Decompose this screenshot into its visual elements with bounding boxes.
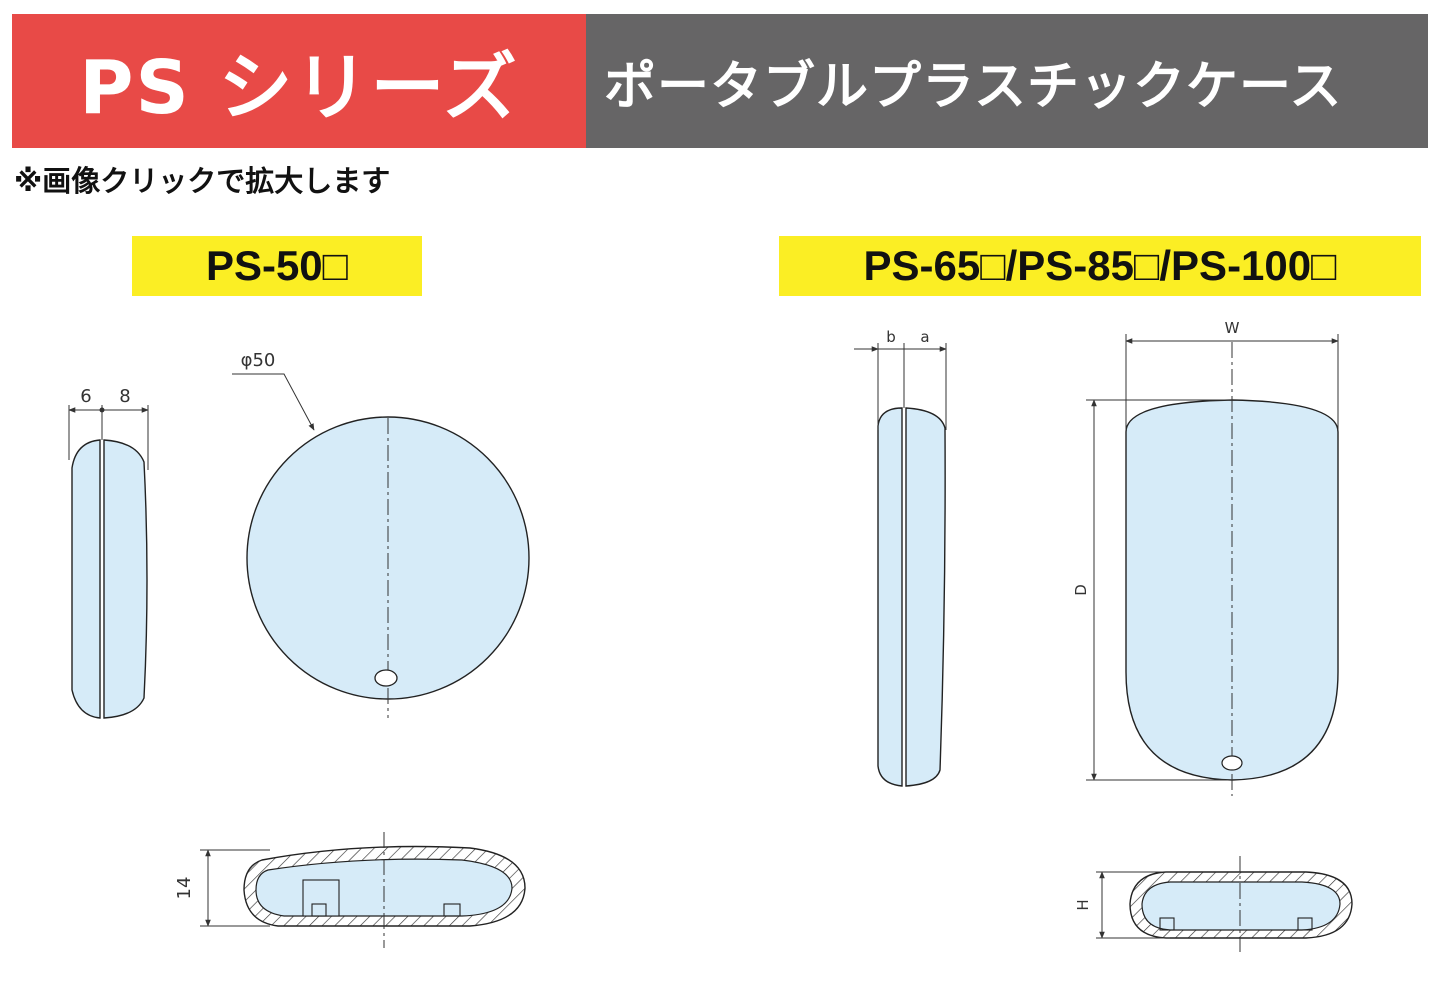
- dim-ps50-side-right: 8: [119, 386, 130, 407]
- ps50-side-view: 6 8: [68, 386, 149, 719]
- dim-ps65-side-right: a: [920, 328, 929, 346]
- subtitle-banner: ポータブルプラスチックケース: [586, 14, 1428, 148]
- model-label-ps50: PS-50□: [132, 236, 422, 296]
- dim-ps50-side-left: 6: [80, 386, 91, 407]
- enlarge-note: ※画像クリックで拡大します: [14, 164, 391, 198]
- dim-ps65-height: H: [1074, 899, 1092, 910]
- ps50-section-view: 14: [174, 832, 526, 948]
- dim-ps50-height: 14: [174, 877, 195, 900]
- series-title: PS シリーズ: [79, 44, 519, 131]
- series-title-banner: PS シリーズ: [12, 14, 586, 148]
- subtitle: ポータブルプラスチックケース: [604, 56, 1343, 117]
- model-label-ps65-85-100: PS-65□/PS-85□/PS-100□: [779, 236, 1421, 296]
- dim-ps65-depth: D: [1072, 584, 1090, 596]
- ps65-front-view: W D: [1072, 319, 1339, 796]
- ps50-front-view: φ50: [232, 350, 530, 718]
- ps65-side-view: b a: [854, 328, 947, 787]
- dim-ps65-side-left: b: [886, 328, 896, 346]
- dim-ps50-diameter: φ50: [241, 350, 276, 371]
- dim-ps65-width: W: [1225, 319, 1240, 337]
- ps65-section-view: H: [1074, 856, 1353, 952]
